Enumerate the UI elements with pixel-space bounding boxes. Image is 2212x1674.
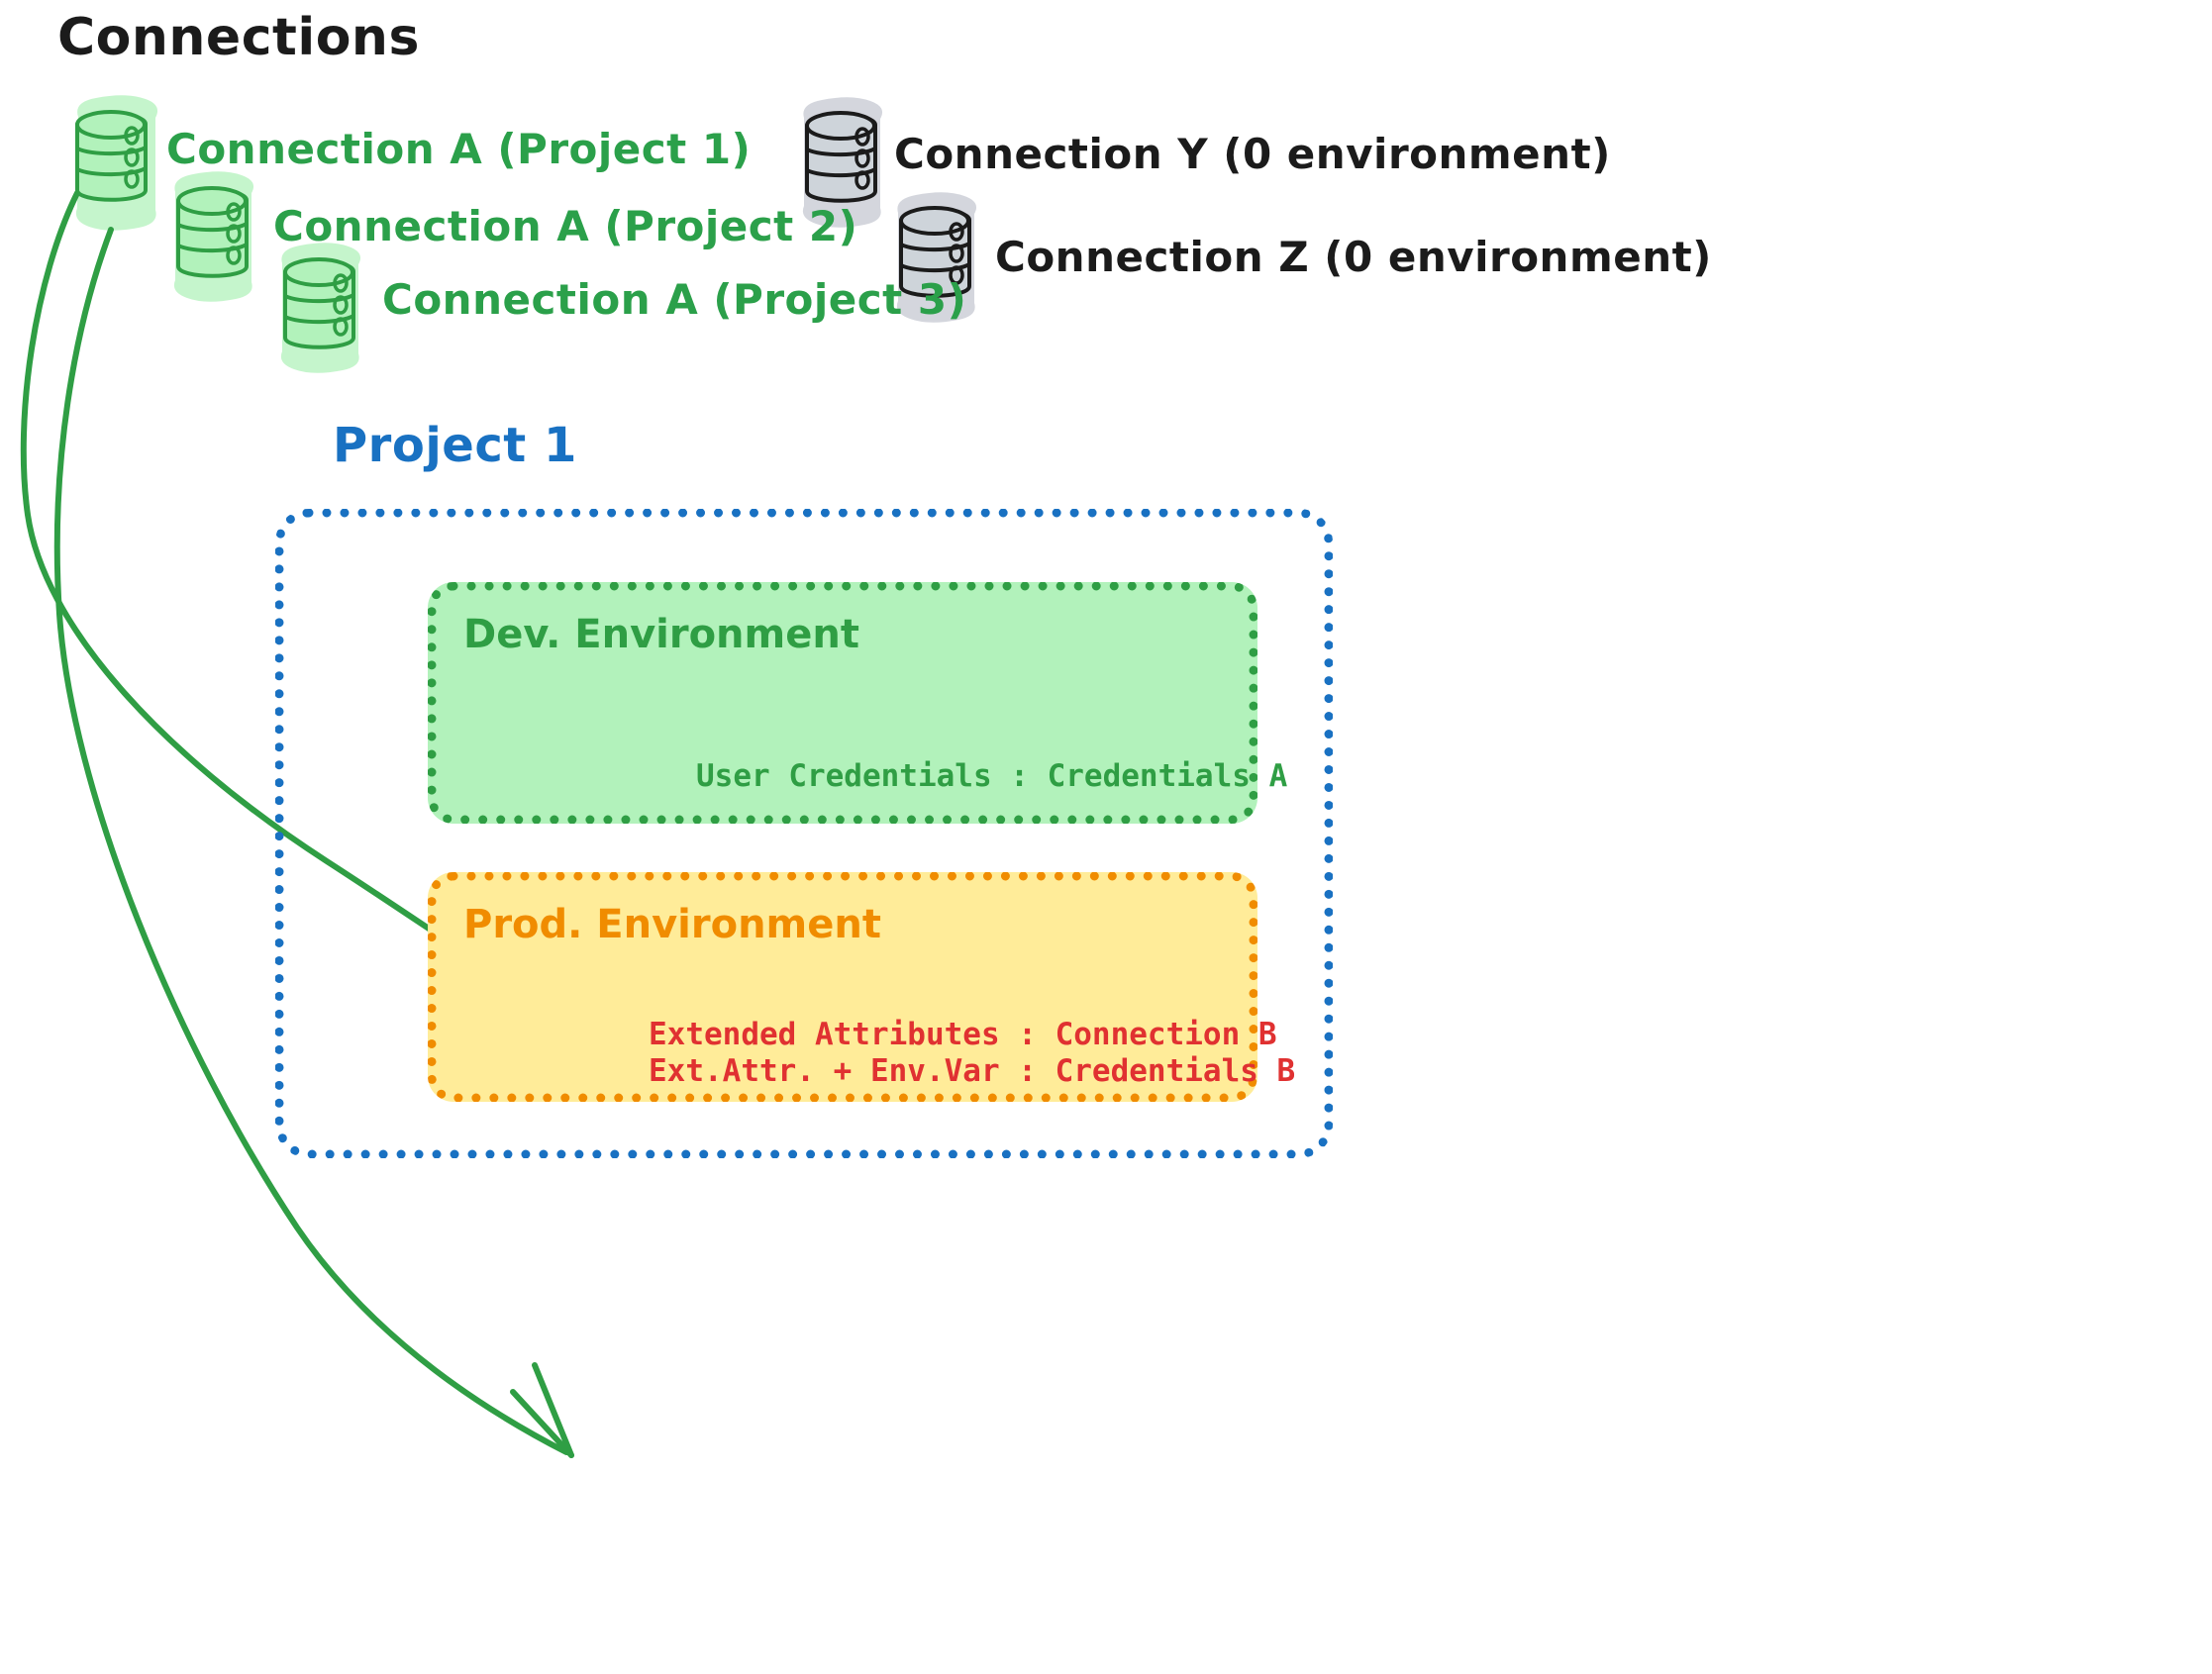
connection-label-z: Connection Z (0 environment) — [995, 233, 1712, 281]
connection-label-a-project-3: Connection A (Project 3) — [382, 275, 967, 324]
database-icon-connection-a-project-3[interactable] — [280, 243, 361, 373]
prod-environment-extended-attributes-line: Extended Attributes : Connection B — [649, 1017, 1277, 1052]
database-icon-connection-a-project-1[interactable] — [75, 95, 158, 231]
page-title: Connections — [57, 8, 420, 67]
connection-label-a-project-2: Connection A (Project 2) — [273, 202, 858, 250]
dev-environment-box — [428, 582, 1257, 824]
database-icon-connection-a-project-2[interactable] — [173, 171, 254, 302]
arrow-connection-a-to-prod-environment — [53, 227, 574, 1458]
database-icon-connection-z[interactable] — [896, 192, 977, 323]
project-1-title: Project 1 — [333, 418, 577, 473]
database-icon-connection-y[interactable] — [802, 97, 883, 228]
project-1-container — [275, 509, 1333, 1158]
connection-label-a-project-1: Connection A (Project 1) — [166, 125, 752, 173]
prod-environment-title: Prod. Environment — [463, 902, 881, 947]
prod-environment-env-var-line: Ext.Attr. + Env.Var : Credentials B — [649, 1053, 1296, 1089]
connection-label-y: Connection Y (0 environment) — [894, 130, 1611, 178]
dev-environment-title: Dev. Environment — [463, 612, 859, 657]
dev-environment-credentials-line: User Credentials : Credentials A — [696, 758, 1288, 794]
prod-environment-box — [428, 872, 1257, 1102]
